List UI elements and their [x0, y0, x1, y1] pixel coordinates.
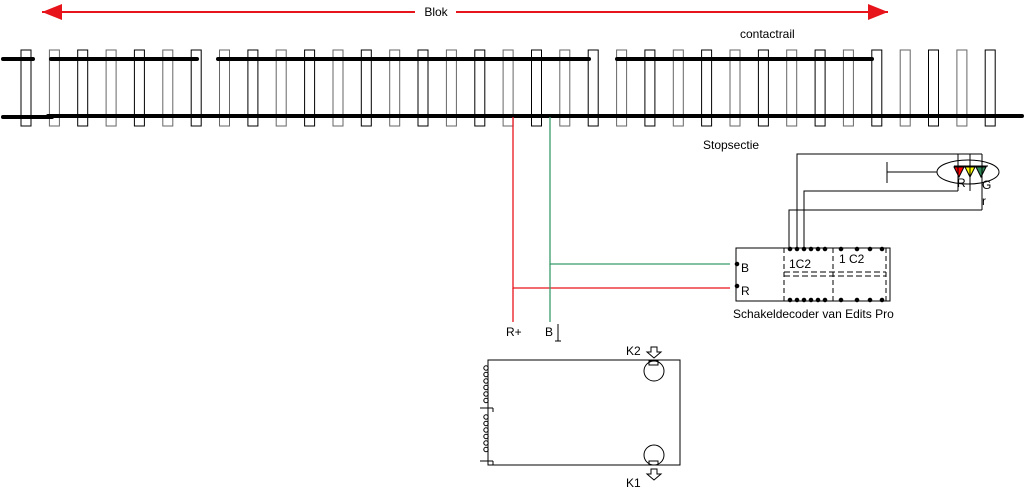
blok-label: Blok: [424, 5, 448, 19]
sleeper: [786, 49, 798, 127]
sleeper: [701, 49, 713, 127]
sleeper: [871, 49, 883, 127]
decoder-icon: [734, 246, 891, 303]
track-sleepers: [20, 49, 996, 127]
sleeper: [105, 49, 117, 127]
k1-label: K1: [626, 476, 641, 490]
sleeper: [984, 49, 996, 127]
sleeper: [77, 49, 89, 127]
signal-r2-label: r: [982, 194, 986, 208]
sleeper: [502, 49, 514, 127]
sleeper: [219, 49, 230, 127]
sleeper: [956, 49, 968, 127]
sleeper: [474, 49, 486, 127]
signal-wires: [788, 153, 982, 248]
k2-label: K2: [626, 344, 641, 358]
sleeper: [842, 49, 854, 127]
sleeper: [389, 49, 401, 127]
sleeper: [559, 49, 571, 127]
red-wire: [512, 117, 730, 289]
sleeper: [729, 49, 741, 127]
ground-icon: [555, 324, 561, 342]
sleeper: [190, 49, 202, 127]
sleeper: [275, 49, 287, 127]
contactrail-label: contactrail: [740, 27, 795, 41]
sleeper: [162, 49, 174, 127]
sleeper: [133, 49, 145, 127]
command-station-icon: [480, 346, 681, 481]
signal-g-label: G: [982, 178, 991, 192]
decoder-b-label: B: [741, 261, 749, 275]
decoder-1c2-left: 1C2: [789, 257, 811, 271]
sleeper: [360, 49, 372, 127]
b-label: B: [545, 325, 553, 339]
sleeper: [672, 49, 684, 127]
decoder-r-label: R: [741, 284, 750, 298]
sleeper: [587, 49, 599, 127]
sleeper: [332, 49, 344, 127]
r-plus-label: R+: [506, 325, 522, 339]
sleeper: [20, 49, 32, 127]
sleeper: [247, 49, 259, 127]
decoder-1c2-right: 1 C2: [839, 252, 865, 266]
sleeper: [616, 49, 628, 127]
sleeper: [304, 49, 316, 127]
sleeper: [531, 49, 542, 127]
sleeper: [757, 49, 769, 127]
sleeper: [899, 49, 911, 127]
sleeper: [928, 49, 939, 127]
sleeper: [814, 49, 826, 127]
sleeper: [644, 49, 656, 127]
sleeper: [48, 49, 60, 127]
signal-r-label: R: [957, 176, 966, 190]
stopsectie-label: Stopsectie: [703, 138, 759, 152]
sleeper: [417, 49, 429, 127]
signal-icon: [886, 154, 1000, 210]
sleeper: [445, 49, 457, 127]
track-rails: [1, 57, 1024, 119]
decoder-label: Schakeldecoder van Edits Pro: [733, 307, 894, 321]
